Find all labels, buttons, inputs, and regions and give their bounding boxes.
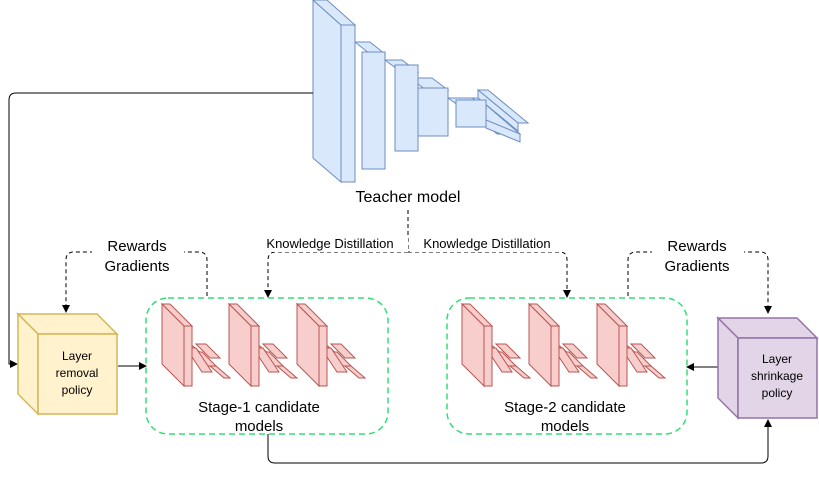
removal-policy-front: [37, 333, 118, 415]
layer-removal-policy: [16, 312, 119, 416]
distill-left-arrow: [264, 251, 408, 298]
removal-policy-line1: Layer: [62, 349, 92, 363]
teacher-model-label: Teacher model: [356, 189, 461, 206]
shrinkage-policy-line3: policy: [762, 386, 793, 400]
stage1-label-line2: models: [235, 418, 283, 435]
removal-policy-line2: removal: [56, 366, 99, 380]
left-feedback-label-bg: [92, 238, 184, 272]
candidate-model: [227, 302, 299, 388]
stage1-models: [160, 302, 367, 388]
candidate-layer-1-front: [318, 325, 328, 387]
left-gradients-label: Gradients: [104, 258, 169, 275]
left-feedback-loop: [62, 251, 208, 313]
stage2-group: [446, 297, 688, 435]
distill-right-label: Knowledge Distillation: [423, 236, 550, 251]
distill-left-label-bg: [252, 236, 408, 252]
teacher-layer-1-side: [312, 0, 342, 184]
teacher-model-graphic: [312, 0, 530, 184]
shrinkage-policy-front: [737, 337, 818, 419]
distill-right-label-bg: [410, 236, 566, 252]
stage2-label-line1: Stage-2 candidate: [504, 399, 626, 416]
right-feedback-label-bg: [652, 238, 744, 272]
right-feedback-loop: [627, 251, 772, 314]
teacher-layer-7-face: [477, 88, 519, 133]
candidate-layer-1-front: [483, 325, 493, 387]
teacher-layer-5: [455, 99, 487, 128]
candidate-model: [460, 302, 532, 388]
right-gradients-label: Gradients: [664, 258, 729, 275]
removal-policy-line3: policy: [62, 383, 93, 397]
candidate-model: [527, 302, 599, 388]
teacher-layer-1: [340, 24, 356, 183]
teacher-layer-3: [394, 64, 419, 152]
stage1-to-shrinkage-arrow: [267, 419, 772, 464]
teacher-layer-4: [417, 87, 449, 137]
teacher-layer-1-top: [312, 0, 357, 26]
candidate-model: [295, 302, 367, 388]
candidate-layer-1-front: [250, 325, 260, 387]
candidate-layer-4: [494, 343, 522, 359]
candidate-model: [595, 302, 667, 388]
distillation-connectors: [264, 210, 571, 298]
candidate-layer-4: [561, 343, 589, 359]
stage2-models: [460, 302, 667, 388]
candidate-layer-4: [194, 343, 222, 359]
shrinkage-policy-line1: Layer: [762, 352, 792, 366]
candidate-layer-4: [261, 343, 289, 359]
teacher-to-removal-arrow: [8, 92, 313, 368]
teacher-layer-2: [361, 51, 386, 170]
candidate-layer-1-front: [550, 325, 560, 387]
distill-right-arrow: [408, 251, 571, 298]
candidate-layer-4: [329, 343, 357, 359]
candidate-layer-4: [629, 343, 657, 359]
stage2-label-line2: models: [541, 418, 589, 435]
layer-shrinkage-policy: [716, 316, 819, 420]
candidate-model: [160, 302, 232, 388]
candidate-layer-1-front: [618, 325, 628, 387]
right-rewards-label: Rewards: [667, 238, 726, 255]
stage1-label-line1: Stage-1 candidate: [198, 399, 320, 416]
candidate-layer-1-front: [183, 325, 193, 387]
left-rewards-label: Rewards: [107, 238, 166, 255]
shrinkage-policy-line2: shrinkage: [751, 369, 803, 383]
distill-left-label: Knowledge Distillation: [266, 236, 393, 251]
